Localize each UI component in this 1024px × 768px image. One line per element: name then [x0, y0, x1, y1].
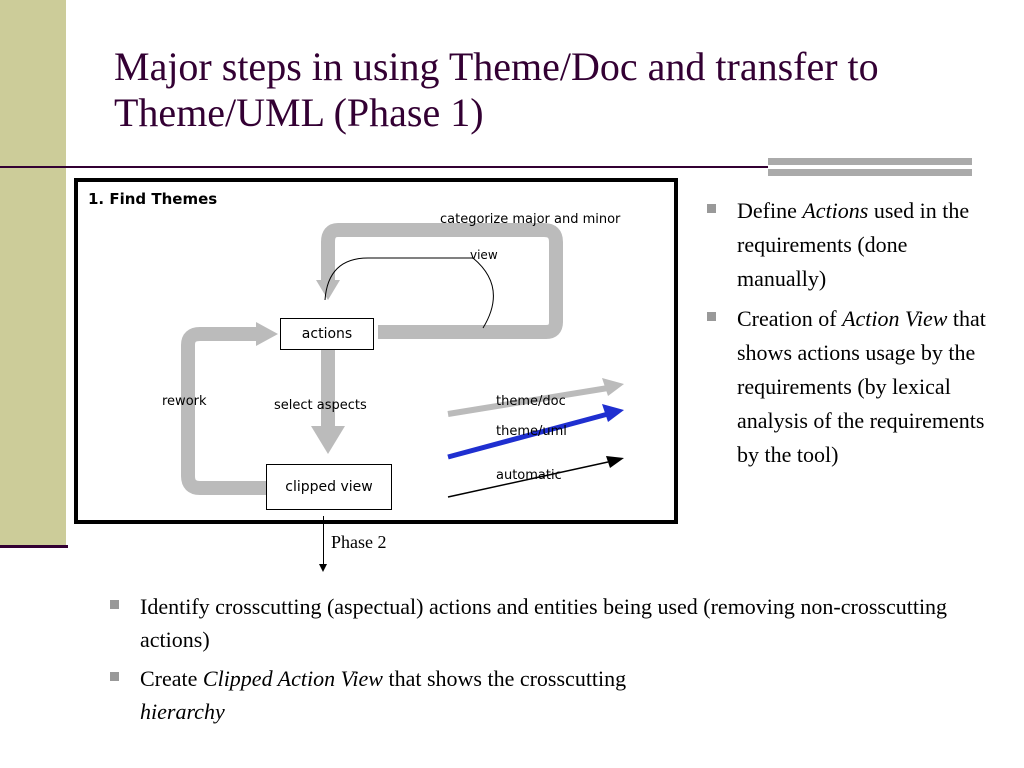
legend-doc-arrow — [447, 385, 609, 417]
bullet-square-icon — [110, 600, 119, 609]
phase2-arrow-line — [323, 516, 324, 568]
left-bar-underline — [0, 545, 68, 548]
legend-doc-label: theme/doc — [496, 394, 566, 409]
select-aspects-arrowhead — [311, 426, 345, 454]
bottom-bullet-list: Identify crosscutting (aspectual) action… — [110, 590, 1000, 734]
actions-box: actions — [280, 318, 374, 350]
bullet-square-icon — [707, 312, 716, 321]
categorize-loop-arrow — [321, 223, 563, 339]
rework-arrowhead — [256, 322, 278, 346]
diagram-heading: 1. Find Themes — [88, 190, 218, 208]
legend-doc-arrowhead — [602, 378, 624, 396]
left-decoration-bar — [0, 0, 66, 547]
bullet-square-icon — [707, 204, 716, 213]
find-themes-diagram: 1. Find Themes categorize major and mino… — [74, 178, 678, 524]
categorize-arrowhead — [316, 280, 340, 300]
rework-label: rework — [162, 394, 207, 409]
title-accent-bars — [768, 158, 972, 176]
right-bullet-define-actions: Define Actions used in the requirements … — [707, 194, 997, 296]
title-divider — [0, 166, 768, 168]
right-bullet-list: Define Actions used in the requirements … — [707, 194, 997, 478]
rework-loop-arrow — [181, 327, 268, 495]
view-line — [324, 257, 494, 329]
legend-uml-arrowhead — [602, 404, 624, 422]
clipped-view-box: clipped view — [266, 464, 392, 510]
diagram-arrows — [181, 223, 624, 498]
select-aspects-label: select aspects — [274, 398, 367, 413]
view-label: view — [470, 248, 498, 262]
bullet-square-icon — [110, 672, 119, 681]
slide-title: Major steps in using Theme/Doc and trans… — [114, 44, 879, 135]
right-bullet-action-view: Creation of Action View that shows actio… — [707, 302, 997, 472]
legend-auto-arrowhead — [606, 456, 624, 468]
legend-uml-arrow — [447, 411, 609, 460]
legend-uml-label: theme/uml — [496, 424, 567, 439]
bottom-bullet-identify: Identify crosscutting (aspectual) action… — [110, 590, 1000, 656]
categorize-label: categorize major and minor — [440, 212, 621, 227]
phase2-arrowhead — [319, 564, 327, 572]
phase2-label: Phase 2 — [331, 532, 387, 552]
select-aspects-shaft — [321, 348, 335, 426]
bottom-bullet-create: Create Clipped Action View that shows th… — [110, 662, 1000, 728]
legend-auto-arrow — [447, 461, 609, 498]
legend-auto-label: automatic — [496, 468, 562, 483]
